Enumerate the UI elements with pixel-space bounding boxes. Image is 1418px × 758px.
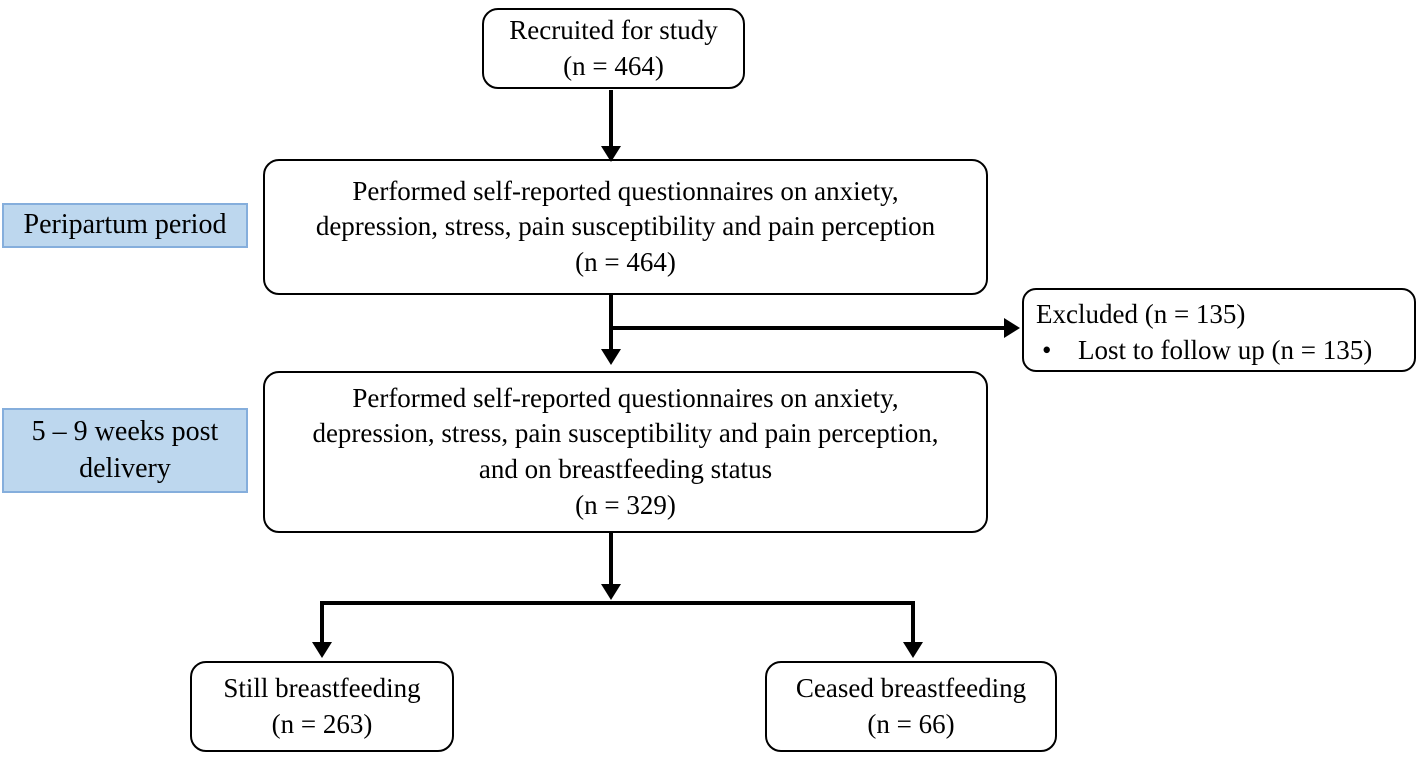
- node-recruited: Recruited for study (n = 464): [482, 8, 745, 89]
- arrowhead-down-postpartum: [601, 349, 621, 365]
- node-questionnaire-postpartum: Performed self-reported questionnaires o…: [263, 371, 988, 533]
- excluded-bullet-row: • Lost to follow up (n = 135): [1036, 333, 1372, 369]
- arrowhead-down-ceased-breastfeeding: [903, 642, 923, 658]
- split-left-drop-line: [320, 601, 324, 643]
- bullet-icon: •: [1042, 334, 1052, 365]
- node-excluded: Excluded (n = 135) • Lost to follow up (…: [1022, 288, 1416, 372]
- stage-label-peripartum: Peripartum period: [2, 203, 248, 248]
- excluded-title: Excluded (n = 135): [1036, 299, 1246, 329]
- node-still-breastfeeding: Still breastfeeding (n = 263): [190, 661, 454, 752]
- connector-postpartum-line: [609, 533, 613, 585]
- arrowhead-down-split: [601, 584, 621, 600]
- split-right-drop-line: [911, 601, 915, 643]
- arrowhead-down-recruited: [601, 146, 621, 162]
- node-questionnaire-peripartum: Performed self-reported questionnaires o…: [263, 159, 988, 295]
- node-ceased-breastfeeding: Ceased breastfeeding (n = 66): [765, 661, 1057, 752]
- arrowhead-right-excluded: [1004, 318, 1020, 338]
- connector-peripartum-line: [609, 295, 613, 350]
- connector-recruited-line: [609, 90, 613, 147]
- branch-line-excluded: [611, 326, 1004, 330]
- arrowhead-down-still-breastfeeding: [312, 642, 332, 658]
- split-horizontal-line: [320, 601, 915, 605]
- stage-label-postpartum: 5 – 9 weeks post delivery: [2, 408, 248, 493]
- excluded-item: Lost to follow up (n = 135): [1078, 334, 1373, 365]
